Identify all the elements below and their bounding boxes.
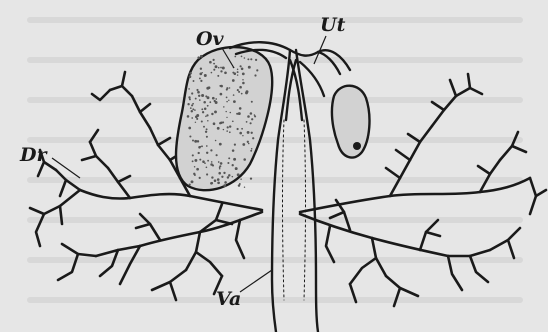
label-va: Va bbox=[216, 290, 241, 309]
label-dr: Dr bbox=[20, 146, 47, 165]
small-ovary bbox=[332, 86, 370, 158]
label-ut: Ut bbox=[320, 16, 345, 35]
central-canal bbox=[272, 50, 324, 332]
label-ov: Ov bbox=[196, 30, 224, 49]
background-paper-texture bbox=[30, 20, 520, 300]
ovary bbox=[176, 47, 272, 190]
